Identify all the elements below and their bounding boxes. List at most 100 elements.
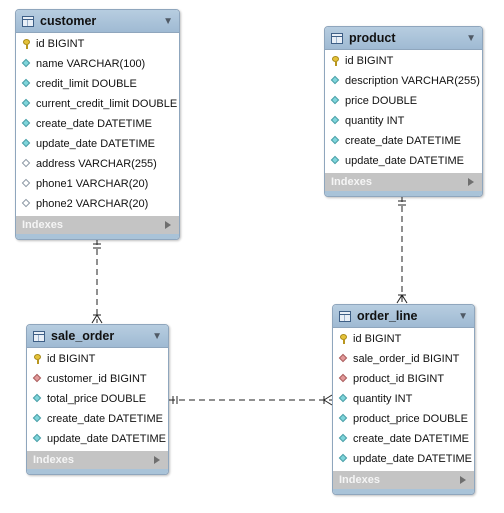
column-label: quantity INT [353, 393, 413, 405]
foreign-key-diamond-icon [339, 354, 348, 364]
column-row[interactable]: credit_limit DOUBLE [16, 74, 179, 94]
column-row[interactable]: phone1 VARCHAR(20) [16, 174, 179, 194]
table-title: customer [40, 14, 97, 28]
table-sale-order[interactable]: sale_order ▼ id BIGINT customer_id BIGIN… [26, 324, 169, 475]
column-row[interactable]: product_price DOUBLE [333, 409, 474, 429]
collapse-arrow-icon[interactable]: ▼ [152, 330, 162, 342]
column-diamond-icon [331, 136, 340, 146]
indexes-bar[interactable]: Indexes [325, 173, 482, 191]
column-diamond-icon [339, 394, 348, 404]
column-diamond-icon [22, 99, 31, 109]
column-label: id BIGINT [353, 333, 402, 345]
column-label: update_date DATETIME [345, 155, 465, 167]
column-list: id BIGINT customer_id BIGINT total_price… [27, 348, 168, 451]
foreign-key-diamond-icon [339, 374, 348, 384]
column-diamond-icon [22, 79, 31, 89]
column-label: phone2 VARCHAR(20) [36, 198, 149, 210]
column-label: quantity INT [345, 115, 405, 127]
nullable-diamond-icon [22, 199, 31, 209]
column-row[interactable]: quantity INT [333, 389, 474, 409]
table-header[interactable]: order_line ▼ [333, 305, 474, 328]
table-order-line[interactable]: order_line ▼ id BIGINT sale_order_id BIG… [332, 304, 475, 495]
column-row[interactable]: create_date DATETIME [27, 409, 168, 429]
table-footer [27, 469, 168, 474]
table-header[interactable]: customer ▼ [16, 10, 179, 33]
column-row[interactable]: quantity INT [325, 111, 482, 131]
column-row[interactable]: name VARCHAR(100) [16, 54, 179, 74]
column-label: price DOUBLE [345, 95, 418, 107]
column-row[interactable]: update_date DATETIME [16, 134, 179, 154]
column-row[interactable]: price DOUBLE [325, 91, 482, 111]
expand-arrow-icon[interactable] [165, 221, 171, 229]
column-row[interactable]: total_price DOUBLE [27, 389, 168, 409]
relationship-product-order-line [396, 196, 408, 304]
column-row[interactable]: update_date DATETIME [333, 449, 474, 469]
indexes-bar[interactable]: Indexes [333, 471, 474, 489]
nullable-diamond-icon [22, 159, 31, 169]
column-label: id BIGINT [47, 353, 96, 365]
expand-arrow-icon[interactable] [460, 476, 466, 484]
column-label: id BIGINT [36, 38, 85, 50]
primary-key-icon [331, 56, 340, 66]
primary-key-icon [339, 334, 348, 344]
indexes-label: Indexes [339, 474, 380, 486]
column-list: id BIGINT description VARCHAR(255) price… [325, 50, 482, 173]
column-row[interactable]: product_id BIGINT [333, 369, 474, 389]
column-diamond-icon [339, 434, 348, 444]
column-row[interactable]: update_date DATETIME [27, 429, 168, 449]
indexes-label: Indexes [331, 176, 372, 188]
table-header[interactable]: sale_order ▼ [27, 325, 168, 348]
indexes-bar[interactable]: Indexes [16, 216, 179, 234]
table-header[interactable]: product ▼ [325, 27, 482, 50]
column-row[interactable]: description VARCHAR(255) [325, 71, 482, 91]
column-diamond-icon [22, 119, 31, 129]
column-row[interactable]: current_credit_limit DOUBLE [16, 94, 179, 114]
column-row[interactable]: address VARCHAR(255) [16, 154, 179, 174]
indexes-label: Indexes [33, 454, 74, 466]
column-diamond-icon [22, 59, 31, 69]
collapse-arrow-icon[interactable]: ▼ [466, 32, 476, 44]
column-row[interactable]: id BIGINT [27, 349, 168, 369]
column-label: update_date DATETIME [36, 138, 156, 150]
indexes-bar[interactable]: Indexes [27, 451, 168, 469]
column-label: current_credit_limit DOUBLE [36, 98, 178, 110]
column-label: id BIGINT [345, 55, 394, 67]
column-diamond-icon [331, 116, 340, 126]
column-label: create_date DATETIME [36, 118, 152, 130]
column-row[interactable]: create_date DATETIME [16, 114, 179, 134]
column-row[interactable]: create_date DATETIME [333, 429, 474, 449]
column-diamond-icon [339, 414, 348, 424]
expand-arrow-icon[interactable] [468, 178, 474, 186]
primary-key-icon [33, 354, 42, 364]
table-footer [325, 191, 482, 196]
column-row[interactable]: sale_order_id BIGINT [333, 349, 474, 369]
column-label: phone1 VARCHAR(20) [36, 178, 149, 190]
column-row[interactable]: id BIGINT [333, 329, 474, 349]
primary-key-icon [22, 39, 31, 49]
column-diamond-icon [331, 96, 340, 106]
table-icon [22, 15, 34, 27]
column-row[interactable]: id BIGINT [16, 34, 179, 54]
column-diamond-icon [22, 139, 31, 149]
column-row[interactable]: create_date DATETIME [325, 131, 482, 151]
table-footer [16, 234, 179, 239]
table-product[interactable]: product ▼ id BIGINT description VARCHAR(… [324, 26, 483, 197]
column-row[interactable]: update_date DATETIME [325, 151, 482, 171]
collapse-arrow-icon[interactable]: ▼ [163, 15, 173, 27]
column-label: update_date DATETIME [353, 453, 473, 465]
column-row[interactable]: id BIGINT [325, 51, 482, 71]
table-customer[interactable]: customer ▼ id BIGINT name VARCHAR(100) c… [15, 9, 180, 240]
foreign-key-diamond-icon [33, 374, 42, 384]
collapse-arrow-icon[interactable]: ▼ [458, 310, 468, 322]
column-row[interactable]: phone2 VARCHAR(20) [16, 194, 179, 214]
relationship-customer-sale-order [91, 239, 103, 324]
table-title: product [349, 31, 396, 45]
expand-arrow-icon[interactable] [154, 456, 160, 464]
column-row[interactable]: customer_id BIGINT [27, 369, 168, 389]
table-icon [331, 32, 343, 44]
column-label: address VARCHAR(255) [36, 158, 157, 170]
column-label: credit_limit DOUBLE [36, 78, 137, 90]
column-label: total_price DOUBLE [47, 393, 147, 405]
column-diamond-icon [33, 394, 42, 404]
